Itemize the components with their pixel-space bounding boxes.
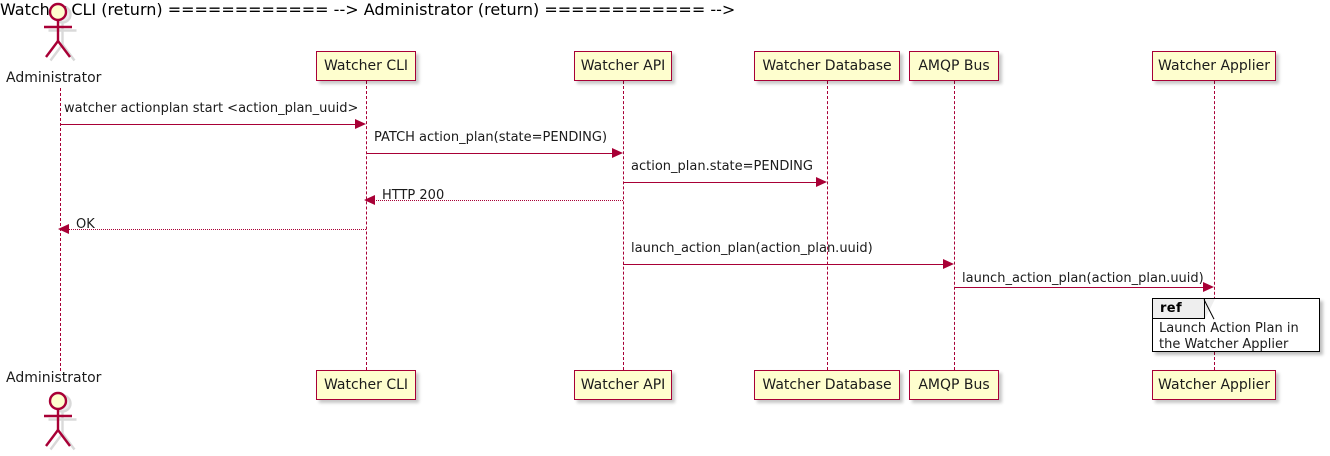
- actor-administrator-bottom[interactable]: [36, 391, 84, 456]
- message-label-3: action_plan.state=PENDING: [631, 159, 813, 174]
- lifeline-watcher-database: [827, 81, 828, 370]
- participant-watcher-applier-top[interactable]: Watcher Applier: [1152, 51, 1276, 81]
- message-line-7: [954, 287, 1207, 288]
- participant-label-watcher-database-top: Watcher Database: [762, 58, 892, 74]
- participant-watcher-database-bottom[interactable]: Watcher Database: [754, 370, 900, 400]
- message-line-3: [623, 182, 820, 183]
- message-arrowhead-2: [612, 148, 623, 158]
- message-line-6: [623, 264, 947, 265]
- participant-label-watcher-applier-top: Watcher Applier: [1158, 58, 1270, 74]
- participant-label-watcher-api-top: Watcher API: [580, 58, 666, 74]
- participant-label-watcher-api-bottom: Watcher API: [580, 377, 666, 393]
- participant-amqp-bus-top[interactable]: AMQP Bus: [909, 51, 999, 81]
- participant-watcher-api-top[interactable]: Watcher API: [574, 51, 672, 81]
- participant-label-watcher-cli-bottom: Watcher CLI: [323, 377, 409, 393]
- participant-label-amqp-bus-top: AMQP Bus: [918, 58, 990, 74]
- actor-label-administrator-top: Administrator: [6, 70, 102, 86]
- lifeline-watcher-api: [623, 81, 624, 370]
- actor-stick-figure-icon: [44, 391, 77, 451]
- lifeline-watcher-applier: [1214, 81, 1215, 370]
- message-line-4: [373, 200, 623, 201]
- message-arrowhead-4: [364, 195, 375, 205]
- actor-administrator-top[interactable]: [36, 2, 84, 68]
- ref-fragment-tab: ref: [1153, 299, 1205, 319]
- lifeline-watcher-cli: [366, 81, 367, 370]
- participant-watcher-cli-bottom[interactable]: Watcher CLI: [316, 370, 416, 400]
- message-label-4: HTTP 200: [382, 188, 445, 203]
- message-line-2: [366, 153, 616, 154]
- message-label-2: PATCH action_plan(state=PENDING): [374, 130, 608, 145]
- actor-stick-figure-icon: [44, 2, 77, 62]
- message-arrowhead-1: [355, 119, 366, 129]
- message-arrowhead-5: [58, 224, 69, 234]
- message-label-7: launch_action_plan(action_plan.uuid): [962, 271, 1204, 286]
- message-line-1: [60, 124, 359, 125]
- message-arrowhead-6: [943, 259, 954, 269]
- message-arrowhead-3: [816, 177, 827, 187]
- lifeline-amqp-bus: [954, 81, 955, 370]
- actor-label-administrator-bottom: Administrator: [6, 370, 102, 386]
- message-label-5: OK: [76, 217, 95, 232]
- message-label-1: watcher actionplan start <action_plan_uu…: [64, 101, 359, 116]
- message-arrowhead-7: [1203, 282, 1214, 292]
- participant-watcher-api-bottom[interactable]: Watcher API: [574, 370, 672, 400]
- participant-watcher-database-top[interactable]: Watcher Database: [754, 51, 900, 81]
- participant-label-watcher-cli-top: Watcher CLI: [323, 58, 409, 74]
- ref-fragment-tab-label: ref: [1160, 301, 1183, 316]
- participant-label-watcher-applier-bottom: Watcher Applier: [1158, 377, 1270, 393]
- participant-watcher-applier-bottom[interactable]: Watcher Applier: [1152, 370, 1276, 400]
- message-line-5: [69, 229, 366, 230]
- ref-fragment[interactable]: ref Launch Action Plan in the Watcher Ap…: [1152, 298, 1320, 352]
- ref-fragment-text: Launch Action Plan in the Watcher Applie…: [1159, 321, 1299, 352]
- ref-fragment-tab-corner: [1205, 299, 1215, 319]
- participant-watcher-cli-top[interactable]: Watcher CLI: [316, 51, 416, 81]
- message-label-6: launch_action_plan(action_plan.uuid): [631, 241, 873, 256]
- participant-label-watcher-database-bottom: Watcher Database: [762, 377, 892, 393]
- participant-amqp-bus-bottom[interactable]: AMQP Bus: [909, 370, 999, 400]
- participant-label-amqp-bus-bottom: AMQP Bus: [918, 377, 990, 393]
